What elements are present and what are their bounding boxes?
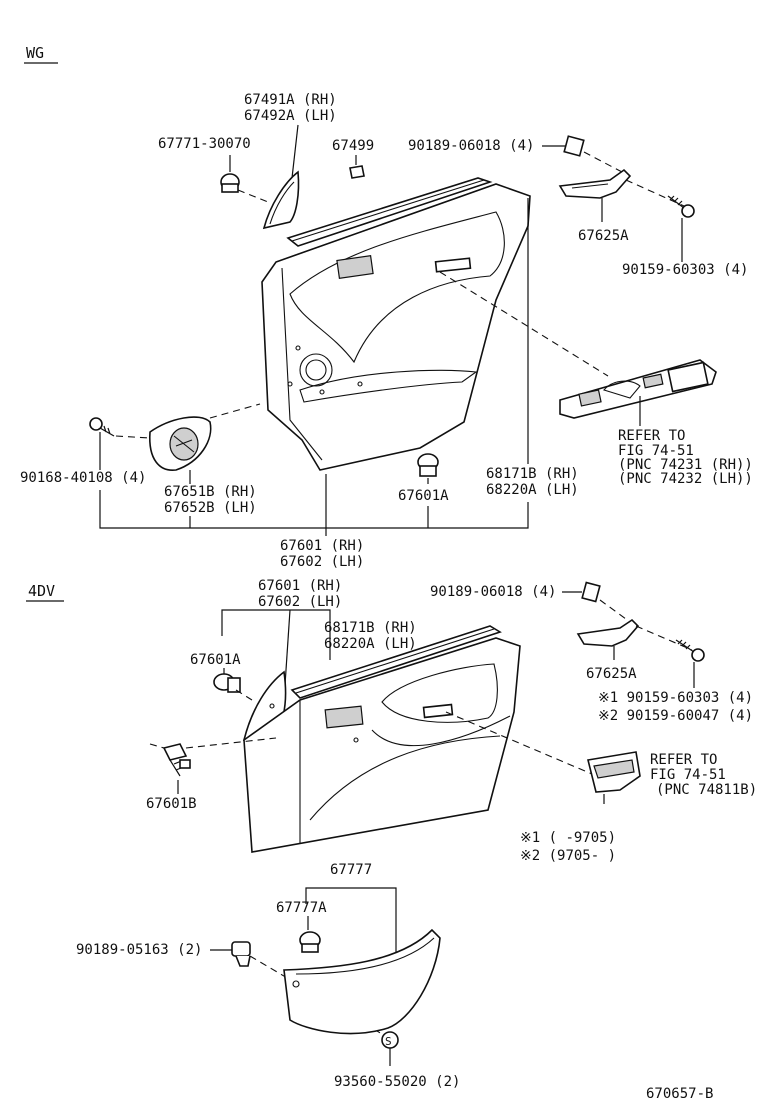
dash-67601b-left bbox=[149, 743, 165, 749]
dash-90168 bbox=[115, 435, 151, 439]
dash-switch-4dv bbox=[445, 711, 593, 775]
clip-67499 bbox=[349, 165, 365, 179]
label-refer-4dv-3: (PNC 74811B) bbox=[656, 782, 757, 798]
dash-bracket-wg-top bbox=[583, 151, 623, 173]
label-refer-wg-4: (PNC 74232 (LH)) bbox=[618, 471, 753, 487]
label-refer-wg-1: REFER TO bbox=[618, 428, 685, 444]
label-67491a-rh: 67491A (RH) bbox=[244, 92, 337, 108]
label-refer-4dv-2: FIG 74-51 bbox=[650, 767, 726, 783]
label-68171b-rh-4dv: 68171B (RH) bbox=[324, 620, 417, 636]
label-refer-wg-2: FIG 74-51 bbox=[618, 443, 694, 459]
moulding-68171b-4dv bbox=[290, 625, 502, 699]
leader-67491a bbox=[291, 124, 299, 179]
label-67601b: 67601B bbox=[146, 796, 197, 812]
door-pocket-67777 bbox=[283, 928, 441, 1035]
label-67651b-rh: 67651B (RH) bbox=[164, 484, 257, 500]
label-90189-06018-wg: 90189-06018 (4) bbox=[408, 138, 534, 154]
label-67652b-lh: 67652B (LH) bbox=[164, 500, 257, 516]
label-67625a-wg: 67625A bbox=[578, 228, 629, 244]
screw-90159-4dv bbox=[675, 639, 705, 662]
dash-67771 bbox=[237, 189, 269, 203]
screw-90159-wg bbox=[667, 195, 695, 218]
door-panel-4dv bbox=[243, 637, 521, 853]
label-note1-range: ※1 ( -9705) bbox=[520, 830, 616, 846]
label-note1-part: ※1 90159-60303 (4) bbox=[598, 690, 753, 706]
label-93560-55020: 93560-55020 (2) bbox=[334, 1074, 460, 1090]
bracket-67625a-wg bbox=[558, 135, 632, 199]
label-67601a-4dv: 67601A bbox=[190, 652, 241, 668]
bracket-67601-wg bbox=[99, 490, 529, 529]
clip-93560-letter: S bbox=[385, 1035, 392, 1048]
label-90168-40108: 90168-40108 (4) bbox=[20, 470, 146, 486]
label-90189-05163: 90189-05163 (2) bbox=[76, 942, 202, 958]
figure-code: 670657-B bbox=[646, 1086, 713, 1102]
speaker-grille-67651b bbox=[149, 416, 212, 471]
screw-90168 bbox=[89, 417, 115, 437]
garnish-67491a bbox=[262, 170, 300, 230]
label-67601-rh-wg: 67601 (RH) bbox=[280, 538, 364, 554]
label-90159-60303-wg: 90159-60303 (4) bbox=[622, 262, 748, 278]
label-67492a-lh: 67492A (LH) bbox=[244, 108, 337, 124]
clip-93560: S bbox=[381, 1031, 399, 1049]
clip-67601a-wg bbox=[417, 453, 439, 477]
label-67777: 67777 bbox=[330, 862, 372, 878]
label-67601a-wg: 67601A bbox=[398, 488, 449, 504]
label-68220a-lh-4dv: 68220A (LH) bbox=[324, 636, 417, 652]
label-note2-part: ※2 90159-60047 (4) bbox=[598, 708, 753, 724]
moulding-68171b bbox=[286, 177, 493, 247]
clip-67777a bbox=[299, 931, 321, 953]
switch-base-4dv bbox=[587, 751, 641, 793]
section-label-4dv: 4DV bbox=[28, 582, 55, 600]
door-panel-wg bbox=[261, 183, 531, 471]
dash-bracket-4dv-screw bbox=[635, 625, 693, 651]
clip-67601a-4dv bbox=[213, 673, 241, 693]
label-67602-lh-4dv: 67602 (LH) bbox=[258, 594, 342, 610]
label-67601-rh-4dv: 67601 (RH) bbox=[258, 578, 342, 594]
label-refer-wg-3: (PNC 74231 (RH)) bbox=[618, 457, 753, 473]
clip-67601b bbox=[162, 743, 191, 777]
label-68171b-rh-wg: 68171B (RH) bbox=[486, 466, 579, 482]
label-67771-30070: 67771-30070 bbox=[158, 136, 251, 152]
dash-67601b-right bbox=[185, 737, 277, 749]
label-67499: 67499 bbox=[332, 138, 374, 154]
label-90189-06018-4dv: 90189-06018 (4) bbox=[430, 584, 556, 600]
dash-bracket-4dv-top bbox=[599, 599, 631, 623]
label-67777a: 67777A bbox=[276, 900, 327, 916]
dash-67601a-4dv bbox=[235, 689, 253, 701]
dash-switch-panel bbox=[439, 271, 609, 377]
label-68220a-lh-wg: 68220A (LH) bbox=[486, 482, 579, 498]
switch-panel-wg bbox=[559, 359, 717, 419]
label-67602-lh-wg: 67602 (LH) bbox=[280, 554, 364, 570]
section-label-wg: WG bbox=[26, 44, 44, 62]
clip-67771 bbox=[220, 173, 240, 193]
dash-speaker bbox=[209, 403, 261, 419]
label-note2-range: ※2 (9705- ) bbox=[520, 848, 616, 864]
bracket-67601-4dv bbox=[221, 609, 331, 660]
clip-90189-05163 bbox=[231, 941, 251, 967]
bracket-67625a-4dv bbox=[576, 581, 640, 647]
label-refer-4dv-1: REFER TO bbox=[650, 752, 717, 768]
bracket-67777 bbox=[305, 887, 397, 952]
label-67625a-4dv: 67625A bbox=[586, 666, 637, 682]
